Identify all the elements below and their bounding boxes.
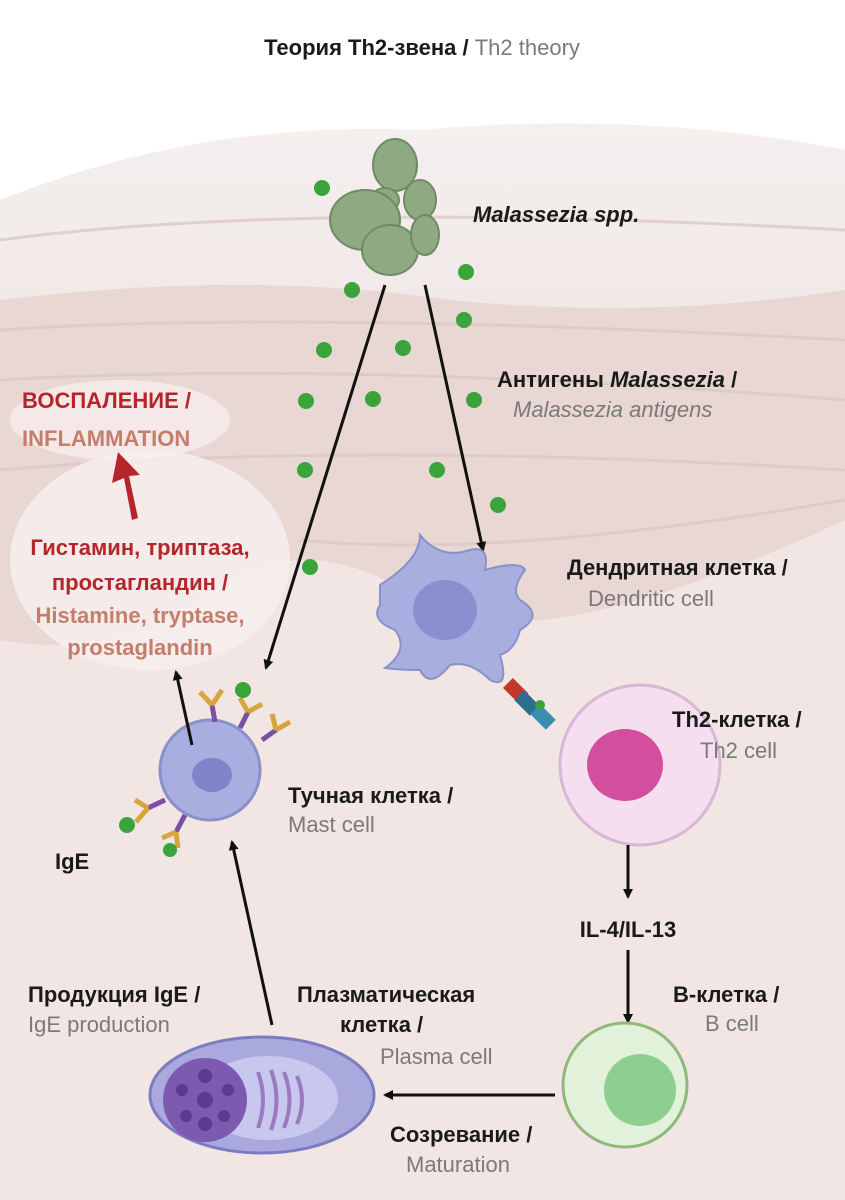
diagram-title: Теория Th2-звена / Th2 theory: [264, 35, 580, 60]
dendritic-label-ru: Дендритная клетка /: [567, 555, 788, 580]
mediators-label-ru-2: простагландин /: [52, 570, 228, 595]
malassezia-label: Malassezia spp.: [473, 202, 639, 227]
plasma-label-ru-1: Плазматическая: [297, 982, 475, 1007]
mast-cell-icon: [158, 718, 262, 822]
bcell-label-en: B cell: [705, 1011, 759, 1036]
th2-cell-icon: [558, 683, 722, 847]
interleukins-label: IL-4/IL-13: [580, 917, 677, 942]
mediators-label-ru-1: Гистамин, триптаза,: [30, 535, 249, 560]
th2-label-en: Th2 cell: [700, 738, 777, 763]
mhc-tcr-receptor-icon: [502, 677, 556, 730]
arrow-mast-to-mediators: [172, 670, 194, 746]
dendritic-cell-icon: [376, 532, 534, 684]
inflammation-arrow: [112, 452, 140, 520]
mediators-label-en-1: Histamine, tryptase,: [35, 603, 244, 628]
maturation-label-en: Maturation: [406, 1152, 510, 1177]
antigens-label-en: Malassezia antigens: [513, 397, 712, 422]
bound-antigen-dots: [119, 682, 251, 857]
b-cell-icon: [561, 1021, 689, 1149]
mediators-label-en-2: prostaglandin: [67, 635, 212, 660]
plasma-label-ru-2: клетка /: [340, 1012, 423, 1037]
ige-antibody-icon: [133, 688, 292, 849]
dendritic-label-en: Dendritic cell: [588, 586, 714, 611]
plasma-label-en: Plasma cell: [380, 1044, 492, 1069]
antigen-dots: [297, 180, 506, 575]
ige-label: IgE: [55, 849, 89, 874]
plasma-cell-icon: [148, 1035, 376, 1155]
mast-label-en: Mast cell: [288, 812, 375, 837]
arrow-to-mast-cell: [263, 284, 387, 670]
inflammation-label-ru: ВОСПАЛЕНИЕ /: [22, 388, 191, 413]
maturation-label-ru: Созревание /: [390, 1122, 532, 1147]
th2-label-ru: Th2-клетка /: [672, 707, 802, 732]
ige-production-label-ru: Продукция IgE /: [28, 982, 200, 1007]
malassezia-yeast-icon: [329, 138, 440, 276]
bcell-label-ru: B-клетка /: [673, 982, 779, 1007]
arrow-to-dendritic-cell: [423, 284, 487, 552]
antigens-label-ru: Антигены Malassezia /: [497, 367, 737, 392]
arrow-plasma-to-mast: [228, 840, 274, 1026]
inflammation-label-en: INFLAMMATION: [22, 426, 190, 451]
ige-production-label-en: IgE production: [28, 1012, 170, 1037]
mast-label-ru: Тучная клетка /: [288, 783, 453, 808]
